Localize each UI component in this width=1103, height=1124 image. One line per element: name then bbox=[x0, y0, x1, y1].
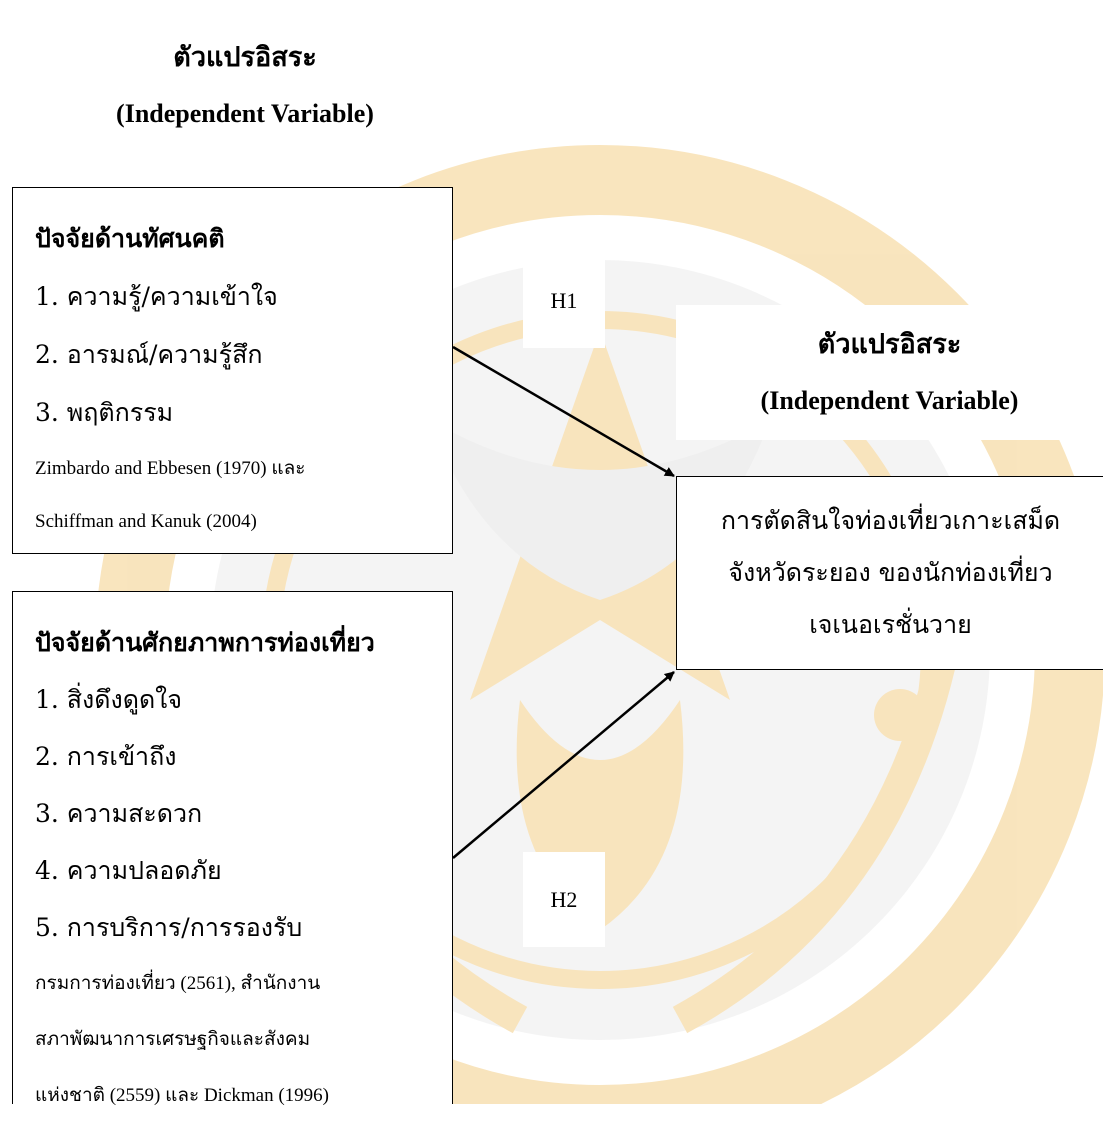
dependent-variable-line: เจเนอเรชั่นวาย bbox=[809, 610, 972, 639]
tourism-potential-item: 1. สิ่งดึงดูดใจ bbox=[35, 685, 183, 714]
independent-heading-english: (Independent Variable) bbox=[116, 99, 374, 128]
independent-variable-heading: ตัวแปรอิสระ (Independent Variable) bbox=[40, 20, 450, 150]
tourism-potential-item: 3. ความสะดวก bbox=[35, 799, 203, 828]
tourism-potential-item: 5. การบริการ/การรองรับ bbox=[35, 913, 303, 942]
tourism-potential-item: 2. การเข้าถึง bbox=[35, 742, 177, 771]
dependent-variable-box: การตัดสินใจท่องเที่ยวเกาะเสม็ด จังหวัดระ… bbox=[676, 476, 1103, 670]
tourism-potential-title: ปัจจัยด้านศักยภาพการท่องเที่ยว bbox=[35, 628, 375, 657]
tourism-potential-reference: สภาพัฒนาการเศรษฐกิจและสังคม bbox=[35, 1029, 311, 1050]
attitude-factor-reference: Zimbardo and Ebbesen (1970) และ bbox=[35, 458, 306, 479]
tourism-potential-reference: กรมการท่องเที่ยว (2561), สำนักงาน bbox=[35, 973, 321, 994]
attitude-factor-item: 1. ความรู้/ความเข้าใจ bbox=[35, 282, 278, 311]
dependent-variable-line: การตัดสินใจท่องเที่ยวเกาะเสม็ด bbox=[720, 506, 1061, 535]
attitude-factor-item: 3. พฤติกรรม bbox=[35, 398, 174, 427]
attitude-factor-title: ปัจจัยด้านทัศนคติ bbox=[35, 224, 225, 253]
attitude-factor-reference: Schiffman and Kanuk (2004) bbox=[35, 511, 257, 532]
tourism-potential-reference: แห่งชาติ (2559) และ Dickman (1996) bbox=[35, 1085, 329, 1106]
dependent-variable-heading: ตัวแปรอิสระ (Independent Variable) bbox=[676, 305, 1103, 440]
independent-heading-thai: ตัวแปรอิสระ bbox=[173, 42, 317, 73]
dependent-variable-line: จังหวัดระยอง ของนักท่องเที่ยว bbox=[728, 558, 1053, 587]
hypothesis-h1-label: H1 bbox=[523, 253, 605, 348]
attitude-factor-item: 2. อารมณ์/ความรู้สึก bbox=[35, 340, 263, 369]
attitude-factor-box: ปัจจัยด้านทัศนคติ 1. ความรู้/ความเข้าใจ … bbox=[12, 187, 453, 554]
dependent-heading-english: (Independent Variable) bbox=[760, 386, 1019, 415]
hypothesis-h2-label: H2 bbox=[523, 852, 605, 947]
dependent-heading-thai: ตัวแปรอิสระ bbox=[817, 329, 962, 360]
tourism-potential-item: 4. ความปลอดภัย bbox=[35, 856, 222, 885]
tourism-potential-factor-box: ปัจจัยด้านศักยภาพการท่องเที่ยว 1. สิ่งดึ… bbox=[12, 591, 453, 1106]
